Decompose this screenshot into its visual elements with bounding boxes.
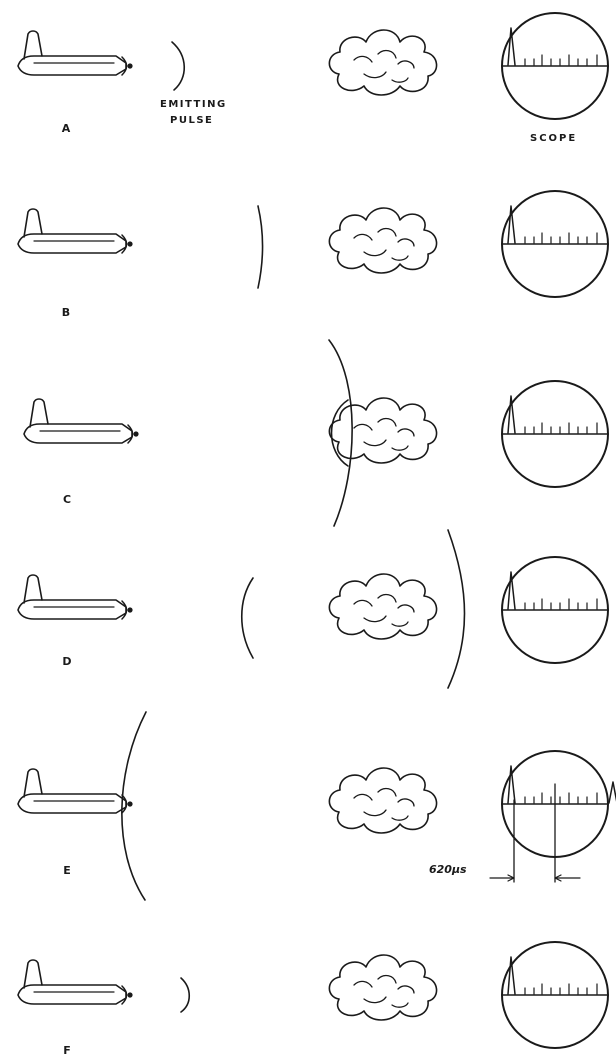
- panel-a: A: [18, 13, 608, 135]
- scope-label: SCOPE: [530, 133, 577, 144]
- panel-letter: D: [62, 655, 71, 668]
- pulse-wavefront: [172, 42, 184, 90]
- panel-letter: C: [63, 493, 71, 506]
- panel-letter: F: [63, 1044, 71, 1057]
- airplane-icon: [18, 575, 133, 619]
- cloud-icon: [329, 574, 436, 639]
- airplane-icon: [18, 960, 133, 1004]
- pulse-label: PULSE: [170, 115, 213, 126]
- panel-e: E: [18, 712, 616, 900]
- panel-d: D: [18, 530, 608, 688]
- cloud-icon: [329, 30, 436, 95]
- airplane-icon: [18, 769, 133, 813]
- scope-icon: [502, 191, 608, 297]
- pulse-wavefront: [448, 530, 465, 688]
- scope-icon: [502, 942, 608, 1048]
- cloud-icon: [329, 208, 436, 273]
- scope-icon: [502, 13, 608, 119]
- panel-b: B: [18, 191, 608, 319]
- pulse-wavefront: [332, 400, 349, 466]
- cloud-icon: [329, 955, 436, 1020]
- pulse-wavefront: [258, 206, 263, 288]
- pulse-wavefront: [181, 978, 189, 1012]
- airplane-icon: [18, 31, 133, 75]
- airplane-icon: [24, 399, 139, 443]
- panel-letter: B: [62, 306, 70, 319]
- panel-f: F: [18, 942, 608, 1057]
- emitting-label: EMITTING: [160, 99, 227, 110]
- pulse-wavefront: [329, 340, 352, 526]
- pulse-wavefront: [242, 578, 253, 658]
- interval-label: 620µs: [429, 863, 467, 876]
- panel-letter: A: [62, 122, 71, 135]
- cloud-icon: [329, 768, 436, 833]
- scope-icon: [502, 557, 608, 663]
- interval-measure: [490, 784, 580, 882]
- panel-letter: E: [63, 864, 71, 877]
- panel-c: C: [24, 340, 608, 526]
- airplane-icon: [18, 209, 133, 253]
- scope-icon: [502, 381, 608, 487]
- cloud-icon: [329, 398, 436, 463]
- echo-pulse: [609, 782, 616, 803]
- scope-icon: [502, 751, 616, 857]
